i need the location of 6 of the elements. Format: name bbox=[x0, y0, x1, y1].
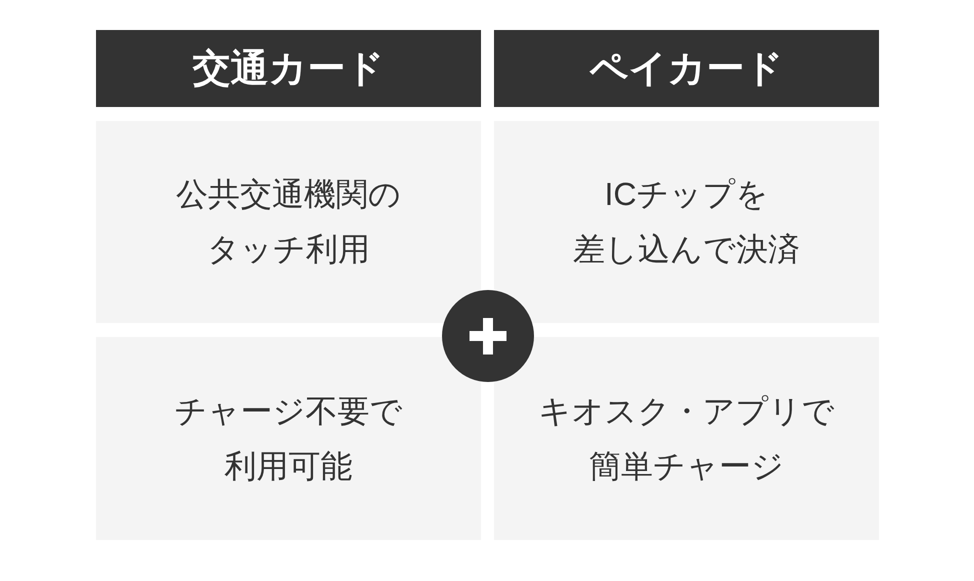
feature-card: 公共交通機関のタッチ利用 bbox=[96, 121, 481, 323]
feature-card: チャージ不要で利用可能 bbox=[96, 337, 481, 540]
column-header: ペイカード bbox=[494, 30, 879, 107]
column-header: 交通カード bbox=[96, 30, 481, 107]
feature-card: ICチップを差し込んで決済 bbox=[494, 121, 879, 323]
feature-card: キオスク・アプリで簡単チャージ bbox=[494, 337, 879, 540]
